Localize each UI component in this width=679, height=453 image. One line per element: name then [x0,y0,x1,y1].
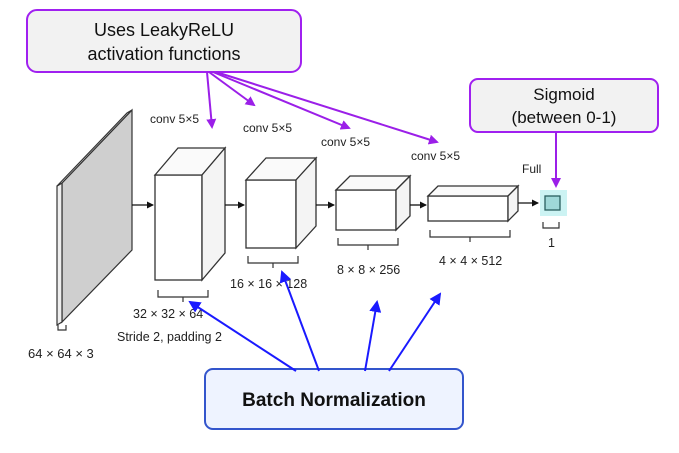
conv-layer-2 [244,156,318,250]
sigmoid-callout-line2: (between 0-1) [512,108,617,127]
conv-label-1: conv 5×5 [150,112,199,126]
dims-label-4: 4 × 4 × 512 [439,254,502,268]
batch-norm-arrows [188,270,442,372]
output-dims-label: 1 [548,236,555,250]
leakyrelu-arrows [206,71,439,145]
conv-label-3: conv 5×5 [321,135,370,149]
batch-norm-callout: Batch Normalization [204,368,464,430]
conv-layer-4 [426,184,520,223]
output-unit [540,190,567,216]
conv-layer-1 [153,146,227,282]
dims-label-2: 16 × 16 × 128 [230,277,307,291]
conv-layer-3 [334,174,412,232]
leakyrelu-callout-line1: Uses LeakyReLU [94,20,234,40]
leakyrelu-callout-line2: activation functions [87,44,240,64]
output-type-label: Full [522,162,541,176]
conv-label-2: conv 5×5 [243,121,292,135]
sigmoid-callout-line1: Sigmoid [533,85,594,104]
dims-label-3: 8 × 8 × 256 [337,263,400,277]
stride-note: Stride 2, padding 2 [117,330,222,344]
sigmoid-callout: Sigmoid (between 0-1) [469,78,659,133]
dimension-brackets [57,222,560,331]
flow-arrows [132,199,539,209]
conv-label-4: conv 5×5 [411,149,460,163]
dims-label-1: 32 × 32 × 64 [133,307,203,321]
input-layer [56,108,133,327]
input-dims-label: 64 × 64 × 3 [28,346,94,361]
batch-norm-label: Batch Normalization [242,390,426,411]
leakyrelu-callout: Uses LeakyReLU activation functions [26,9,302,73]
